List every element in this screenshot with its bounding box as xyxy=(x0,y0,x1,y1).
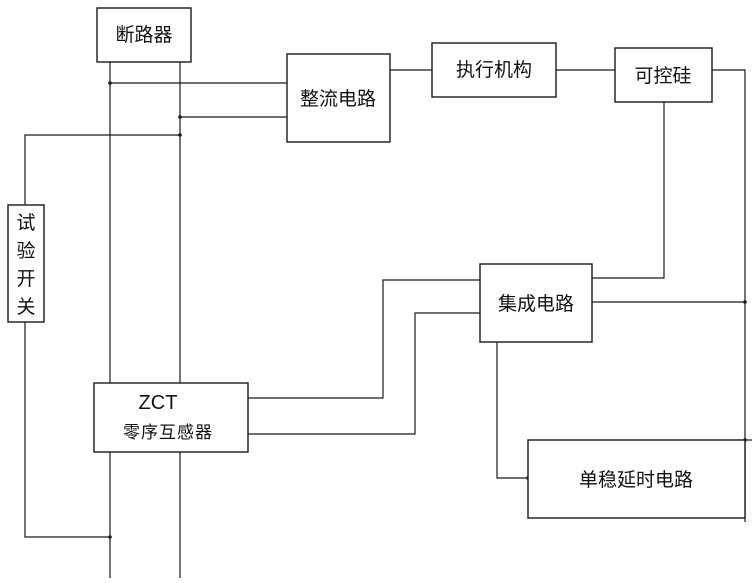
actuator-block: 执行机构 xyxy=(432,43,556,97)
zct-name-label: ZCT xyxy=(139,392,178,414)
monostable-block: 单稳延时电路 xyxy=(528,440,745,518)
ic-block: 集成电路 xyxy=(480,264,592,342)
monostable-label: 单稳延时电路 xyxy=(579,469,693,491)
junction-dot xyxy=(743,300,747,304)
test-switch-block: 试 验 开 关 xyxy=(8,205,44,322)
test-switch-char: 试 xyxy=(16,212,35,234)
test-switch-char: 验 xyxy=(16,240,35,262)
actuator-label: 执行机构 xyxy=(456,59,532,81)
wire-zct-ic-lower xyxy=(248,313,480,434)
junction-dot xyxy=(178,115,182,119)
breaker-label: 断路器 xyxy=(115,24,172,46)
test-switch-char: 关 xyxy=(16,296,35,318)
wire-zct-ic-upper xyxy=(248,280,480,398)
wire-scr-ic xyxy=(592,102,664,278)
junction-dot xyxy=(108,81,112,85)
zct-block: ZCT 零序互感器 xyxy=(94,383,248,452)
scr-label: 可控硅 xyxy=(634,65,691,87)
wire-ic-monostable xyxy=(497,342,528,478)
zct-desc-label: 零序互感器 xyxy=(123,423,213,443)
breaker-block: 断路器 xyxy=(97,8,191,62)
rectifier-label: 整流电路 xyxy=(300,88,376,110)
rectifier-block: 整流电路 xyxy=(287,54,390,142)
wire-test-switch-top xyxy=(25,135,180,205)
junction-dot xyxy=(108,535,112,539)
test-switch-char: 开 xyxy=(16,268,35,290)
junction-dot xyxy=(178,133,182,137)
scr-block: 可控硅 xyxy=(615,48,712,102)
ic-label: 集成电路 xyxy=(498,293,574,315)
